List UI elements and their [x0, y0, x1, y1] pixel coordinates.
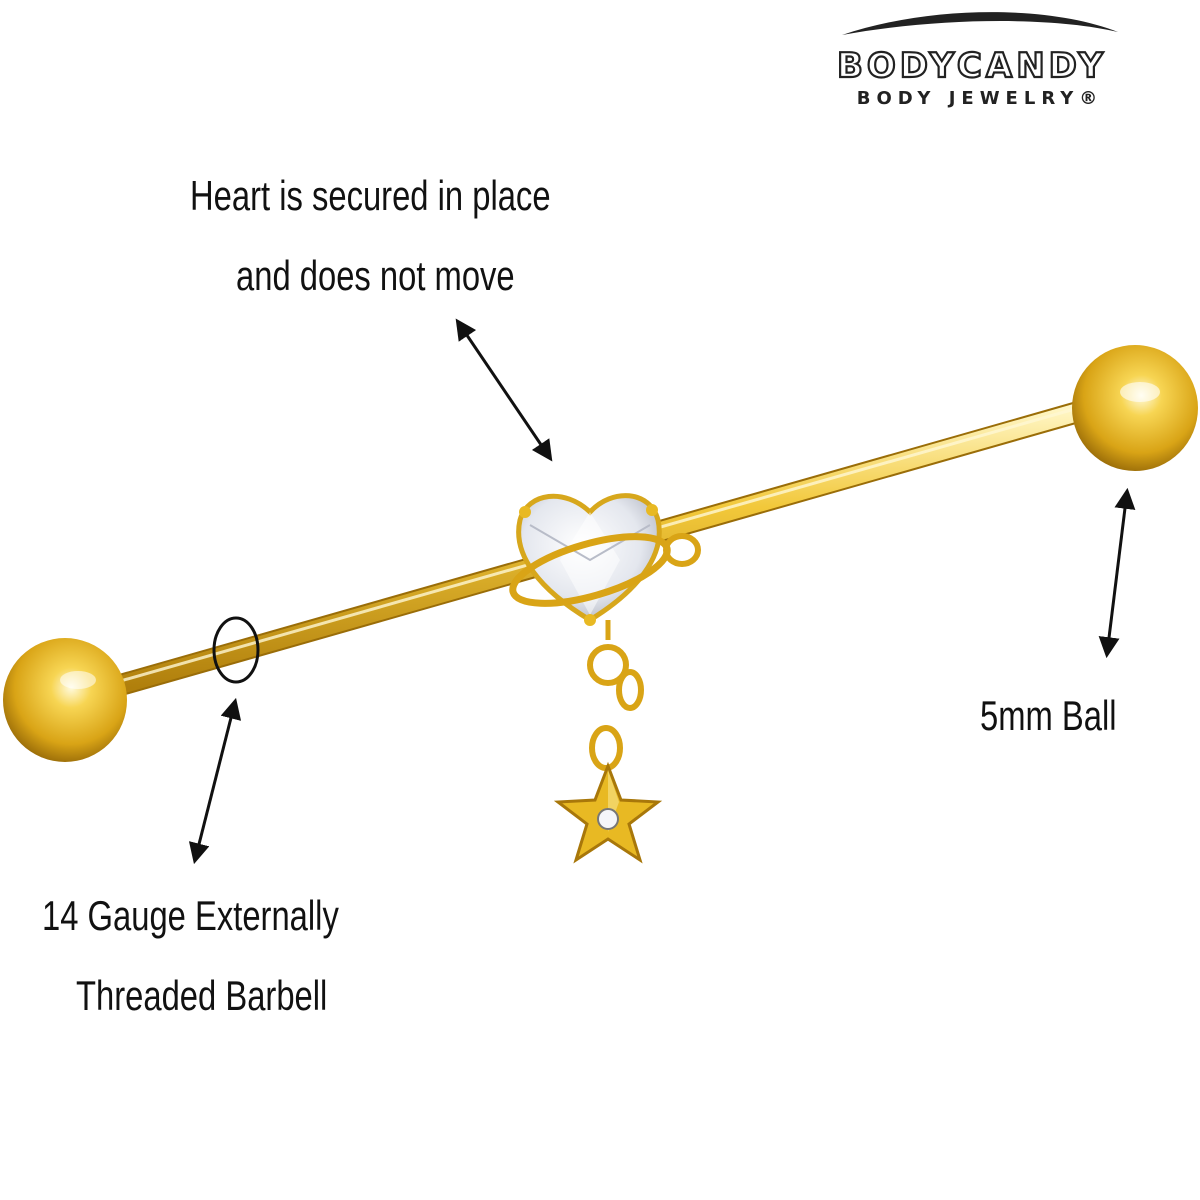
- brand-logo: BODYCANDY: [836, 46, 1108, 86]
- heart-gem: [509, 493, 701, 626]
- gauge-arrow: [188, 697, 242, 865]
- dangle-links: [587, 620, 644, 771]
- star-charm: [553, 761, 663, 864]
- ball-callout: 5mm Ball: [980, 692, 1117, 739]
- ball-arrow: [1098, 487, 1136, 659]
- right-ball: [1072, 345, 1198, 471]
- left-ball: [3, 638, 127, 762]
- gauge-indicator-ring: [212, 616, 260, 684]
- heart-callout-line-2: and does not move: [236, 252, 515, 299]
- brand-tagline: BODY JEWELRY®: [856, 88, 1104, 109]
- logo-swoosh-icon: [842, 12, 1118, 35]
- gauge-callout-line-1: 14 Gauge Externally: [42, 892, 339, 939]
- heart-arrow: [455, 318, 553, 462]
- heart-callout-line-1: Heart is secured in place: [190, 172, 551, 219]
- gauge-callout-line-2: Threaded Barbell: [76, 972, 328, 1019]
